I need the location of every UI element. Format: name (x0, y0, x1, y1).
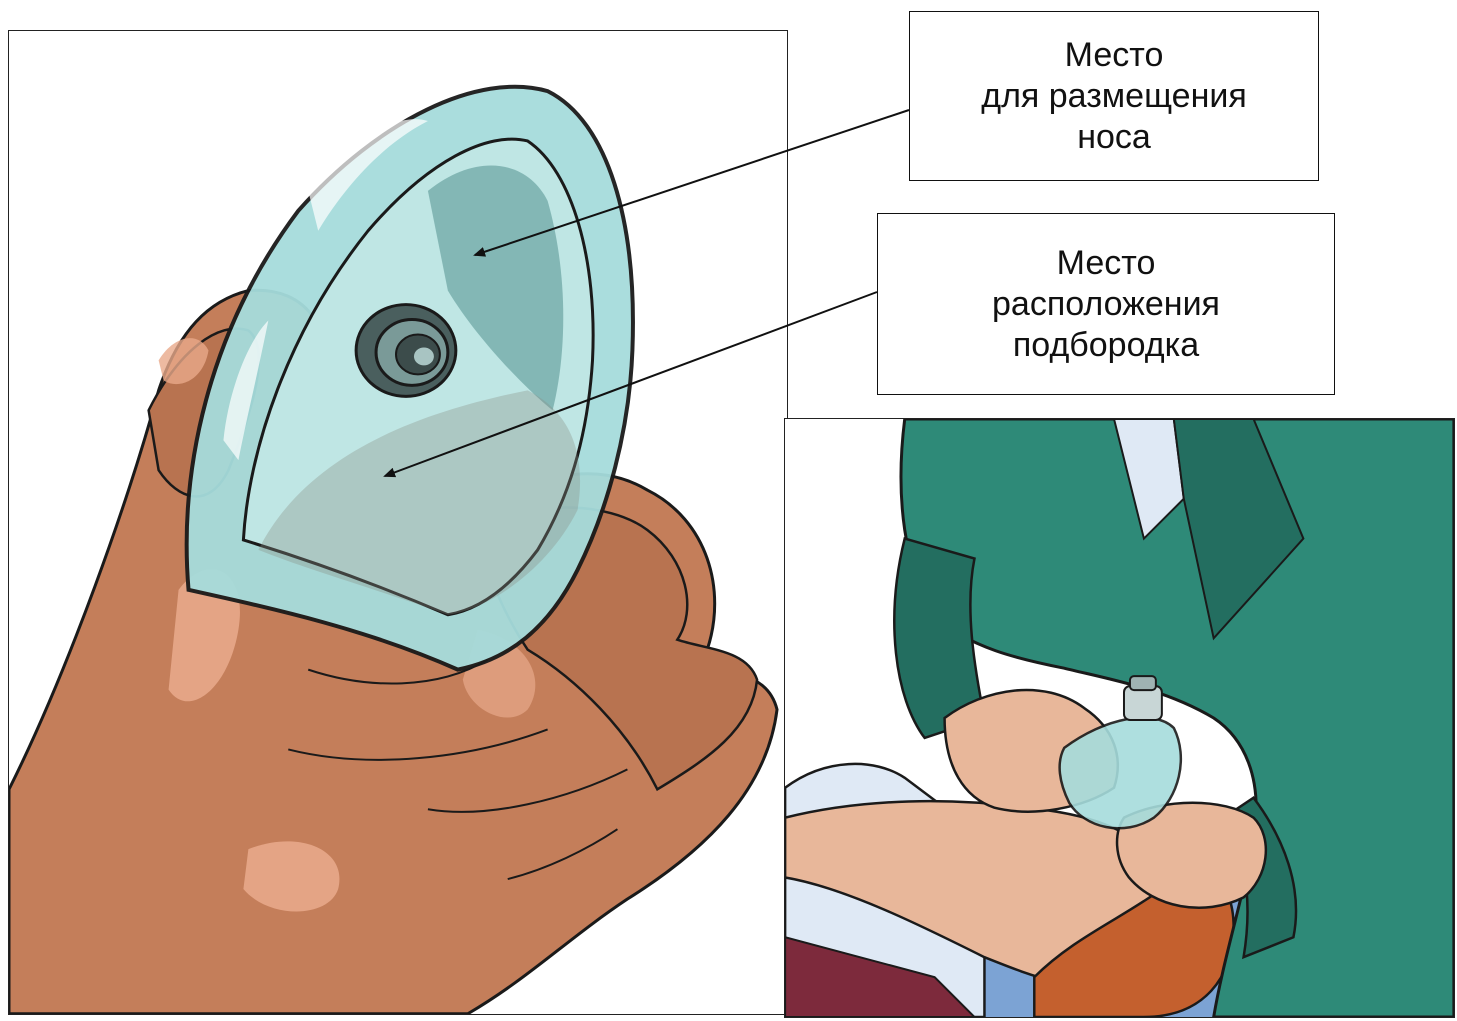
callout-nose-placement: Место для размещения носа (909, 11, 1319, 181)
mask-application-drawing (785, 419, 1454, 1017)
mask-in-hand-illustration (8, 30, 788, 1015)
callout-nose-line-3: носа (1077, 117, 1151, 158)
callout-chin-line-1: Место (1057, 243, 1156, 284)
callout-nose-line-1: Место (1065, 35, 1164, 76)
applied-mask-valve (1124, 676, 1162, 720)
callout-chin-line-3: подбородка (1013, 325, 1199, 366)
mask-in-hand-drawing (9, 31, 787, 1014)
callout-chin-line-2: расположения (992, 284, 1220, 325)
callout-chin-placement: Место расположения подбородка (877, 213, 1335, 395)
mask-application-illustration (784, 418, 1455, 1018)
mask-valve (356, 305, 456, 397)
callout-nose-line-2: для размещения (981, 76, 1247, 117)
